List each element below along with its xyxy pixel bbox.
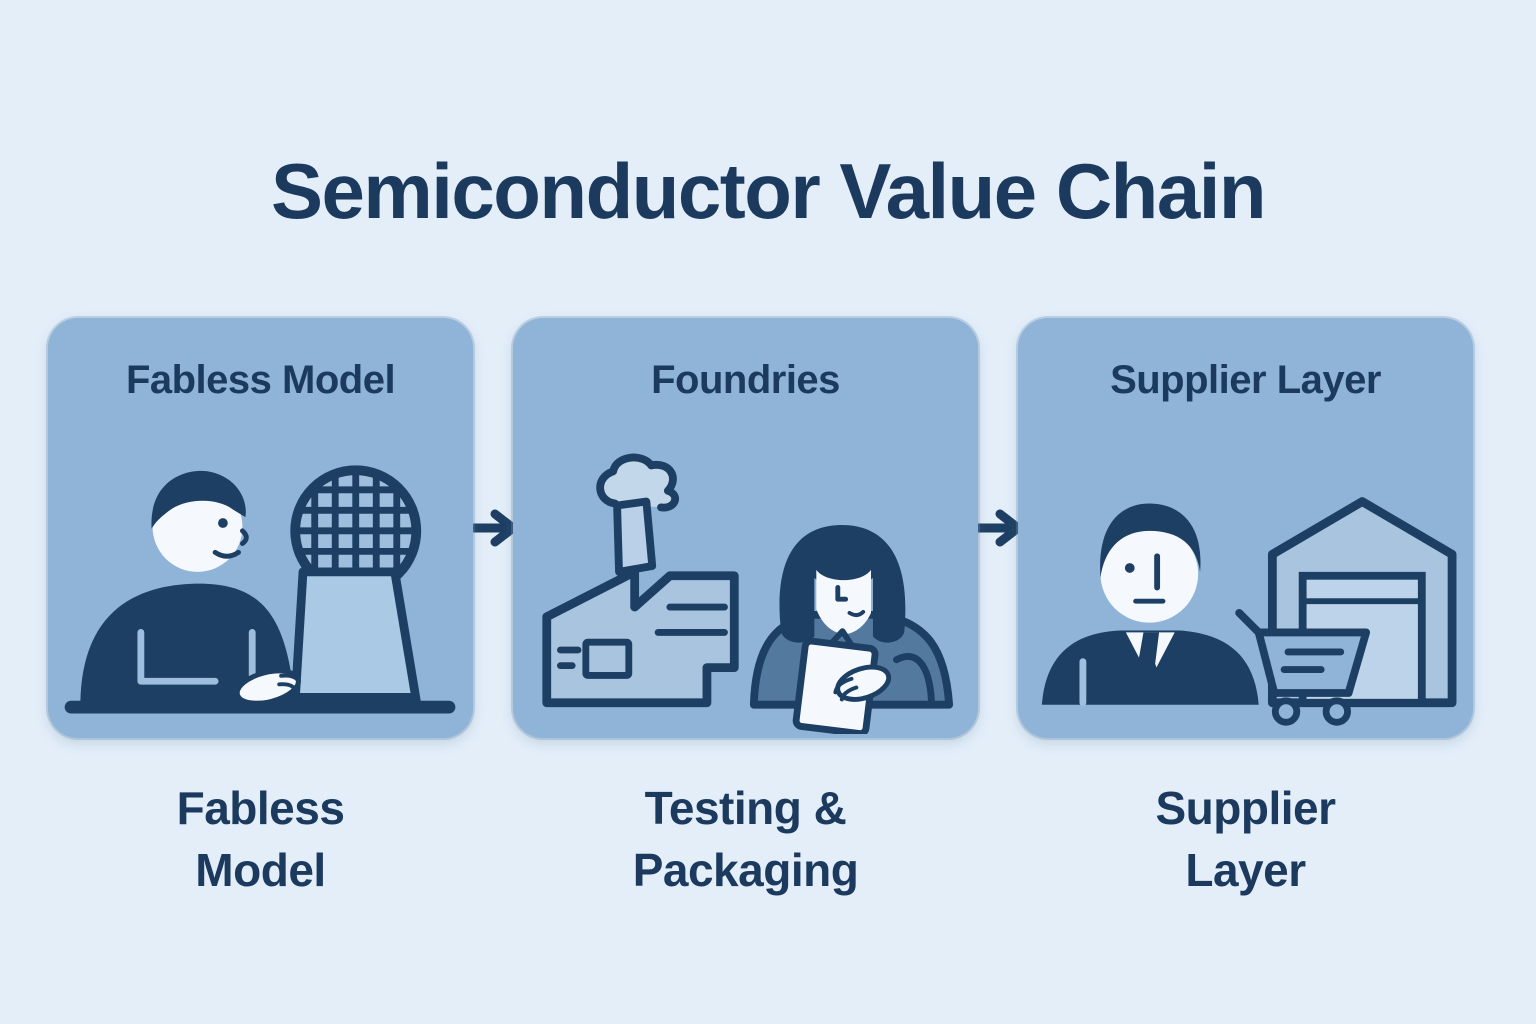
caption-line: Packaging xyxy=(632,843,859,896)
caption-supplier-layer: Supplier Layer xyxy=(1018,778,1473,901)
cards-row: Fabless Model xyxy=(48,318,1473,738)
caption-line: Fabless xyxy=(176,782,345,834)
arrow-gap-2 xyxy=(969,318,1023,738)
engineer-laptop-wafer-illustration xyxy=(48,441,473,734)
card-supplier-layer: Supplier Layer xyxy=(1018,318,1473,738)
caption-line: Layer xyxy=(1185,843,1306,896)
caption-fabless-model: Fabless Model xyxy=(48,778,473,901)
arrow-gap-1 xyxy=(464,318,518,738)
captions-row: Fabless Model Testing & Packaging Suppli… xyxy=(48,778,1473,901)
shopping-cart-icon xyxy=(1234,608,1370,726)
engineer-icon xyxy=(79,470,295,707)
businessman-icon xyxy=(1041,503,1259,707)
card-foundries: Foundries xyxy=(513,318,978,738)
caption-line: Testing & xyxy=(644,782,847,834)
card-foundries-title: Foundries xyxy=(651,358,840,402)
card-fabless-model: Fabless Model xyxy=(48,318,473,738)
supplier-illustration-svg xyxy=(1041,497,1456,726)
foundries-illustration-svg xyxy=(541,453,953,734)
factory-inspector-illustration xyxy=(513,441,978,734)
businessman-warehouse-cart-illustration xyxy=(1018,441,1473,734)
caption-testing-packaging: Testing & Packaging xyxy=(513,778,978,901)
fabless-illustration-svg xyxy=(64,465,455,714)
caption-line: Supplier xyxy=(1155,782,1336,834)
desk-icon xyxy=(64,700,455,714)
page-title: Semiconductor Value Chain xyxy=(270,147,1267,235)
factory-icon xyxy=(541,453,739,708)
card-fabless-model-title: Fabless Model xyxy=(125,358,396,402)
caption-gap xyxy=(473,778,513,901)
hand-icon xyxy=(832,664,891,702)
caption-line: Model xyxy=(195,843,326,896)
card-supplier-layer-title: Supplier Layer xyxy=(1110,358,1381,402)
caption-gap xyxy=(978,778,1018,901)
